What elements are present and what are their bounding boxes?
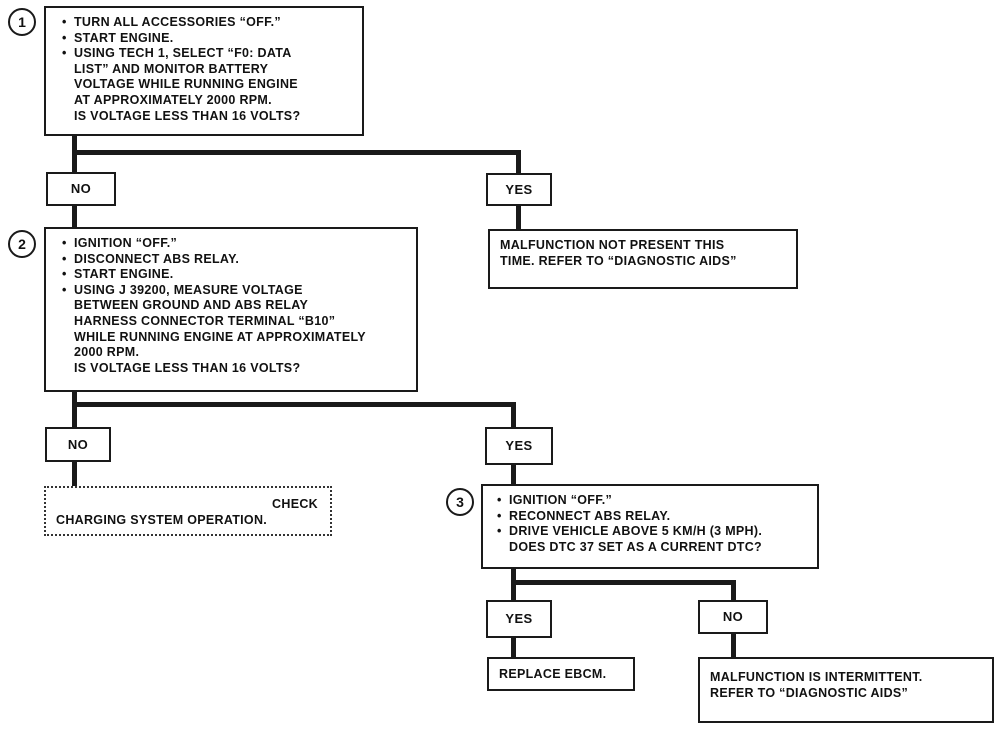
result-intermittent-line: MALFUNCTION IS INTERMITTENT. xyxy=(710,670,923,684)
connector-line xyxy=(72,391,77,428)
step-3-item: RECONNECT ABS RELAY. xyxy=(497,509,809,525)
result-not-present: MALFUNCTION NOT PRESENT THIS TIME. REFER… xyxy=(488,229,798,289)
connector-line xyxy=(731,634,736,658)
step-2-item: DISCONNECT ABS RELAY. xyxy=(62,252,408,268)
connector-line xyxy=(516,150,521,174)
step-3-question: DOES DTC 37 SET AS A CURRENT DTC? xyxy=(509,539,762,554)
step-2-box: IGNITION “OFF.” DISCONNECT ABS RELAY. ST… xyxy=(44,227,418,392)
step-1-line: LIST” AND MONITOR BATTERY xyxy=(74,61,269,76)
step-2-line: WHILE RUNNING ENGINE AT APPROXIMATELY xyxy=(74,329,366,344)
step-1-item: START ENGINE. xyxy=(62,31,354,47)
result-replace-ebcm: REPLACE EBCM. xyxy=(487,657,635,691)
connector-line xyxy=(511,464,516,484)
step-2-no-label: NO xyxy=(45,427,111,462)
step-3-item: IGNITION “OFF.” xyxy=(497,493,809,509)
step-2-item: START ENGINE. xyxy=(62,267,408,283)
connector-line xyxy=(516,206,521,230)
connector-line xyxy=(72,150,521,155)
step-3-box: IGNITION “OFF.” RECONNECT ABS RELAY. DRI… xyxy=(481,484,819,569)
step-2-line: 2000 RPM. xyxy=(74,345,140,360)
result-check-line: CHECK xyxy=(272,497,318,511)
step-2-item: USING J 39200, MEASURE VOLTAGE xyxy=(62,283,408,299)
step-2-item: IGNITION “OFF.” xyxy=(62,236,408,252)
step-1-no-label: NO xyxy=(46,172,116,206)
step-1-line: AT APPROXIMATELY 2000 RPM. xyxy=(74,92,272,107)
step-1-yes-label: YES xyxy=(486,173,552,206)
result-not-present-line: MALFUNCTION NOT PRESENT THIS xyxy=(500,238,725,252)
step-1-box: TURN ALL ACCESSORIES “OFF.” START ENGINE… xyxy=(44,6,364,136)
result-check-line: CHARGING SYSTEM OPERATION. xyxy=(56,513,268,527)
connector-line xyxy=(511,638,516,658)
connector-line xyxy=(511,580,736,585)
connector-line xyxy=(731,580,736,600)
connector-line xyxy=(72,402,516,407)
step-1-question: IS VOLTAGE LESS THAN 16 VOLTS? xyxy=(74,108,301,123)
connector-line xyxy=(511,402,516,428)
step-2-question: IS VOLTAGE LESS THAN 16 VOLTS? xyxy=(74,360,301,375)
result-intermittent-line: REFER TO “DIAGNOSTIC AIDS” xyxy=(710,686,909,700)
connector-line xyxy=(72,206,77,228)
connector-line xyxy=(72,462,77,486)
step-3-no-label: NO xyxy=(698,600,768,634)
step-3-number: 3 xyxy=(446,488,474,516)
step-1-item: TURN ALL ACCESSORIES “OFF.” xyxy=(62,15,354,31)
step-2-yes-label: YES xyxy=(485,427,553,465)
result-check-charging: CHECK CHARGING SYSTEM OPERATION. xyxy=(44,486,332,536)
step-1-item: USING TECH 1, SELECT “F0: DATA xyxy=(62,46,354,62)
step-3-yes-label: YES xyxy=(486,600,552,638)
step-1-number: 1 xyxy=(8,8,36,36)
step-2-line: BETWEEN GROUND AND ABS RELAY xyxy=(74,298,309,313)
step-1-line: VOLTAGE WHILE RUNNING ENGINE xyxy=(74,77,298,92)
step-3-item: DRIVE VEHICLE ABOVE 5 km/h (3 mph). xyxy=(497,524,809,540)
step-2-line: HARNESS CONNECTOR TERMINAL “B10” xyxy=(74,313,336,328)
result-not-present-line: TIME. REFER TO “DIAGNOSTIC AIDS” xyxy=(500,254,737,268)
step-2-number: 2 xyxy=(8,230,36,258)
result-intermittent: MALFUNCTION IS INTERMITTENT. REFER TO “D… xyxy=(698,657,994,723)
